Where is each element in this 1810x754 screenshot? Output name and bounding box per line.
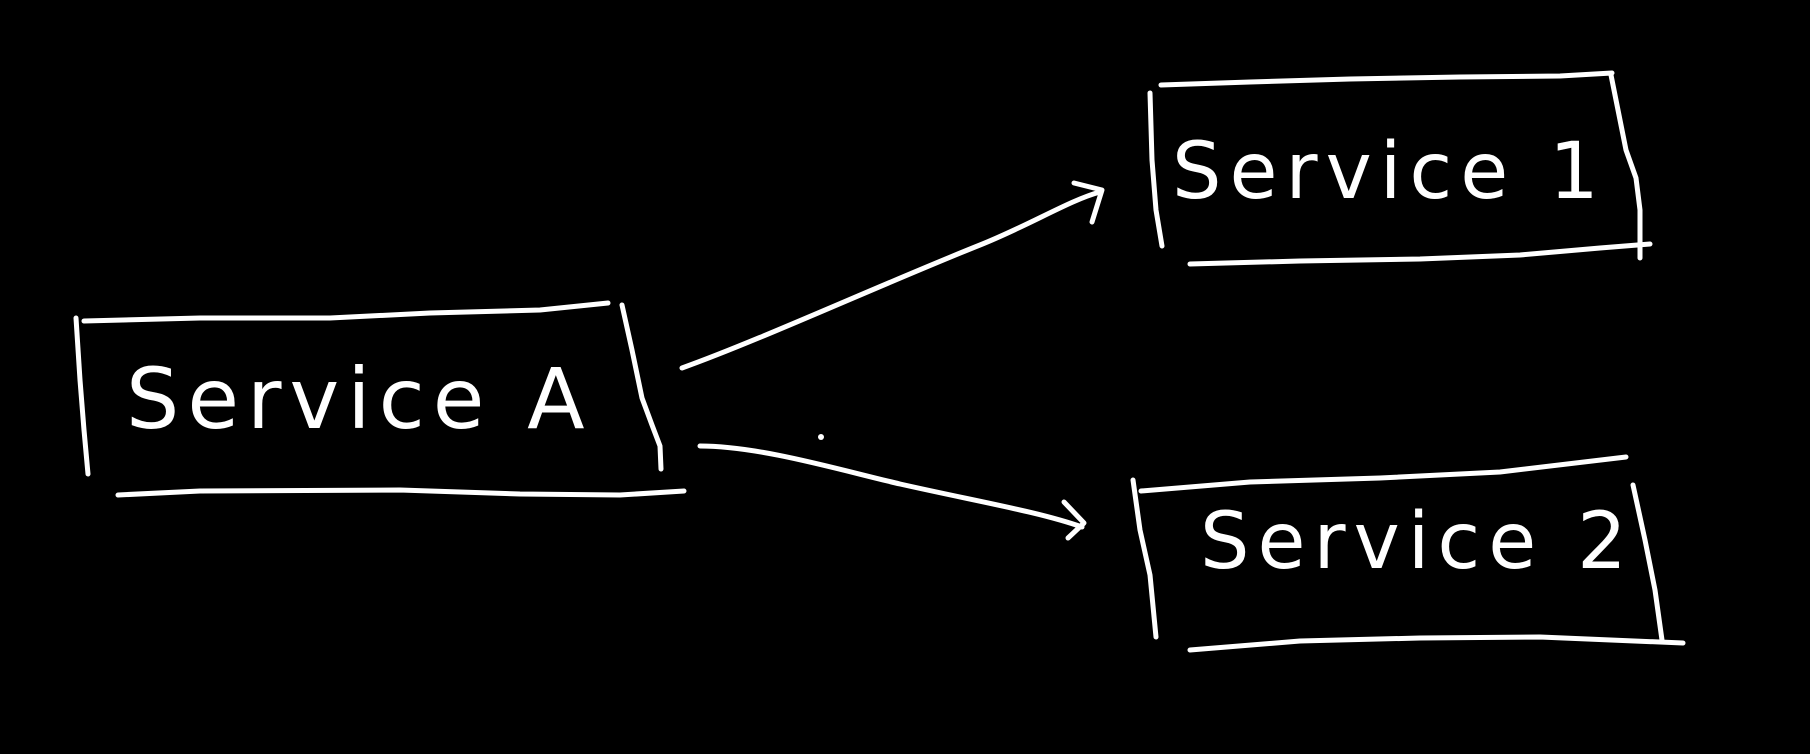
node-service-1-label: Service 1 (1172, 127, 1607, 217)
node-service-2-label: Service 2 (1200, 497, 1635, 587)
node-service-a[interactable]: Service A (73, 300, 687, 498)
edge-service-a-to-service-2 (697, 443, 1087, 541)
stray-dot (818, 434, 824, 440)
arrowhead-icon (1071, 180, 1105, 225)
node-service-2[interactable]: Service 2 (1130, 454, 1686, 653)
node-service-2-border (1130, 454, 1686, 653)
node-service-1[interactable]: Service 1 (1147, 70, 1653, 267)
node-service-1-border (1147, 70, 1653, 267)
edge-line (679, 189, 1103, 371)
edge-service-a-to-service-1 (679, 180, 1105, 371)
node-service-a-label: Service A (126, 350, 593, 448)
arrowhead-icon (1061, 499, 1087, 541)
edge-line (697, 443, 1085, 530)
node-service-a-border (73, 300, 687, 498)
